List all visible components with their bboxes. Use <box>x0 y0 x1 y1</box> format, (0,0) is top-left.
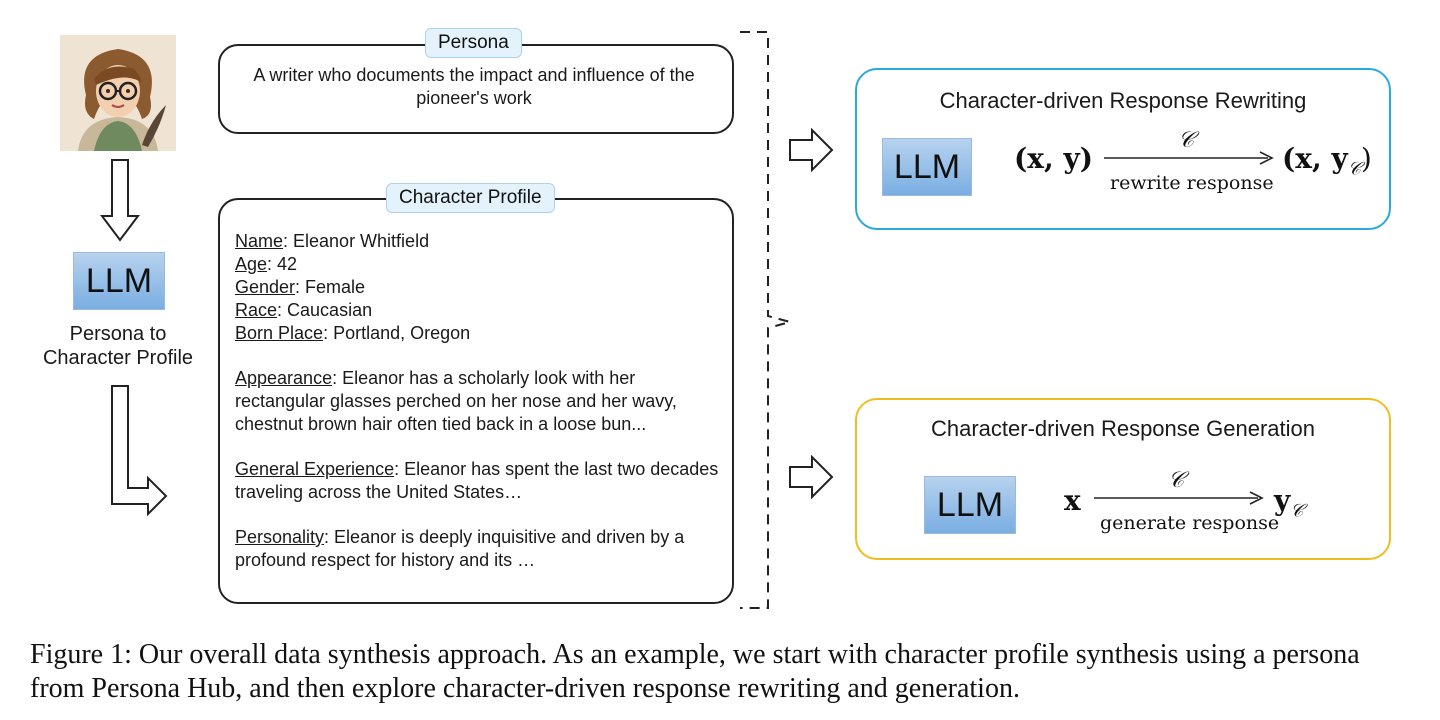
persona-text: A writer who documents the impact and in… <box>253 65 695 108</box>
bent-arrow-icon <box>111 385 168 516</box>
profile-field-gender: Gender: Female <box>235 277 366 297</box>
rewriting-input-xy: (x, y) <box>1014 142 1093 175</box>
right-arrow-icon-rewriting <box>789 128 834 172</box>
persona-tag: Persona <box>425 28 522 58</box>
profile-field-age: Age: 42 <box>235 254 298 274</box>
character-profile-text: Name: Eleanor Whitfield Age: 42 Gender: … <box>235 230 725 572</box>
rewriting-arrow-icon <box>1104 151 1274 165</box>
profile-field-race: Race: Caucasian <box>235 300 373 320</box>
llm-box-generation: LLM <box>924 476 1016 534</box>
profile-personality: Personality: Eleanor is deeply inquisiti… <box>235 527 685 570</box>
figure-caption: Figure 1: Our overall data synthesis app… <box>30 639 1360 704</box>
right-arrow-icon-generation <box>789 455 834 499</box>
persona-box <box>218 44 734 134</box>
character-profile-box <box>218 198 734 604</box>
rewriting-output: (x, y𝒞) <box>1282 142 1372 180</box>
profile-general-experience: General Experience: Eleanor has spent th… <box>235 459 719 502</box>
profile-field-born-place: Born Place: Portland, Oregon <box>235 323 471 343</box>
writer-avatar-image <box>60 35 176 151</box>
llm-label: LLM <box>893 147 961 186</box>
llm-label: LLM <box>85 261 153 300</box>
profile-appearance: Appearance: Eleanor has a scholarly look… <box>235 368 677 434</box>
generation-arrow-label: generate response <box>1100 512 1280 534</box>
avatar-illustration <box>60 35 176 151</box>
llm-label: LLM <box>936 485 1004 524</box>
character-profile-tag: Character Profile <box>386 183 555 213</box>
rewriting-arrow-condition: 𝒞 <box>1178 128 1195 153</box>
persona-to-profile-label: Persona to Character Profile <box>42 323 194 369</box>
generation-output: y𝒞 <box>1274 484 1304 522</box>
llm-box-rewriting: LLM <box>882 138 972 196</box>
rewriting-arrow-label: rewrite response <box>1110 172 1274 194</box>
dashed-brace <box>740 31 794 609</box>
generation-title: Character-driven Response Generation <box>931 416 1315 441</box>
llm-box-profile: LLM <box>73 252 165 310</box>
profile-field-name: Name: Eleanor Whitfield <box>235 231 430 251</box>
generation-arrow-condition: 𝒞 <box>1168 468 1185 493</box>
generation-arrow-icon <box>1094 491 1264 505</box>
down-arrow-icon <box>100 159 140 242</box>
rewriting-title: Character-driven Response Rewriting <box>939 88 1307 113</box>
generation-input-x: x <box>1064 484 1081 517</box>
